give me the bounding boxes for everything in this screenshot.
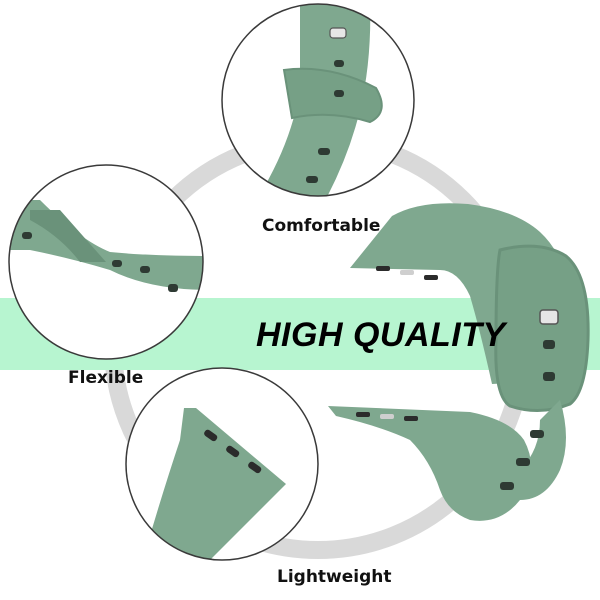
feature-label-comfortable: Comfortable xyxy=(262,216,381,236)
headline: HIGH QUALITY xyxy=(256,316,506,354)
band-hole xyxy=(516,458,530,466)
band-hole xyxy=(500,482,514,490)
detail-circle-flexible xyxy=(8,164,204,360)
pin-buckle-icon xyxy=(539,309,559,325)
connector-slot xyxy=(424,275,438,280)
feature-label-lightweight: Lightweight xyxy=(277,567,392,587)
feature-label-flexible: Flexible xyxy=(68,368,144,388)
connector-slot xyxy=(404,416,418,421)
strap-tail xyxy=(520,400,566,500)
band-hole xyxy=(530,430,544,438)
connector-slot xyxy=(356,412,370,417)
connector-slot xyxy=(376,266,390,271)
band-hole xyxy=(543,340,555,349)
detail-circle-comfortable xyxy=(221,3,415,197)
band-hole xyxy=(543,372,555,381)
buckle-loop xyxy=(494,244,590,412)
connector-slot xyxy=(380,414,394,419)
detail-circle-lightweight xyxy=(125,367,319,561)
connector-slot xyxy=(400,270,414,275)
lower-strap xyxy=(328,406,532,521)
watch-band-main xyxy=(328,203,590,521)
